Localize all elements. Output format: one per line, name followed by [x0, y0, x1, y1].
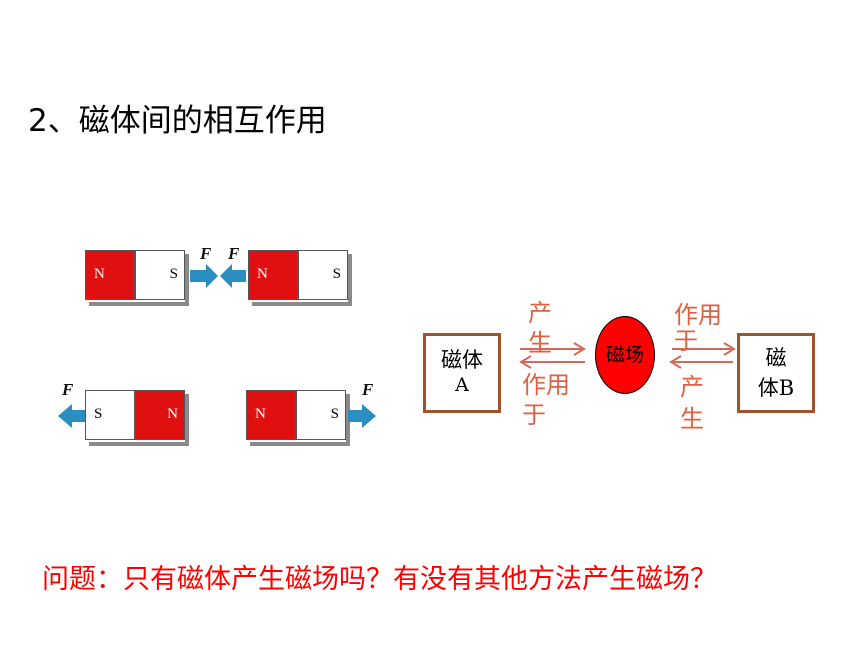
magnet-b-box: 磁 体B: [737, 333, 815, 413]
magnet-pole-n: N: [246, 390, 296, 440]
magnet-pole-s: S: [298, 250, 348, 300]
magnetic-field-ellipse: 磁场: [595, 316, 655, 394]
magnet-1: N S: [85, 250, 185, 302]
magnet-pole-s: S: [135, 250, 185, 300]
force-label: F: [228, 244, 240, 263]
magnet-3: S N: [85, 390, 185, 442]
force-label: F: [200, 244, 212, 263]
magnet-pole-s: S: [85, 390, 135, 440]
magnet-pole-n: N: [135, 390, 185, 440]
label-produce-left: 产 生: [528, 299, 552, 357]
force-arrow-left-icon: [220, 264, 246, 288]
force-arrow-right-icon: [348, 404, 376, 428]
force-arrow-right-icon: [190, 264, 218, 288]
magnet-4: N S: [246, 390, 346, 442]
force-label: F: [62, 380, 74, 399]
question-text: 问题：只有磁体产生磁场吗？有没有其他方法产生磁场？: [42, 564, 717, 595]
label-act-on-left: 作用 于: [522, 371, 570, 429]
magnet-a-box: 磁体 A: [423, 333, 501, 413]
slide-title: 2、磁体间的相互作用: [28, 103, 327, 139]
magnet-pole-s: S: [296, 390, 346, 440]
force-arrow-left-icon: [58, 404, 85, 428]
force-label: F: [362, 380, 374, 399]
label-produce-right: 产 生: [680, 373, 704, 433]
magnet-2: N S: [248, 250, 348, 302]
label-act-on-right: 作用 于: [674, 301, 722, 355]
magnet-pole-n: N: [248, 250, 298, 300]
magnet-pole-n: N: [85, 250, 135, 300]
